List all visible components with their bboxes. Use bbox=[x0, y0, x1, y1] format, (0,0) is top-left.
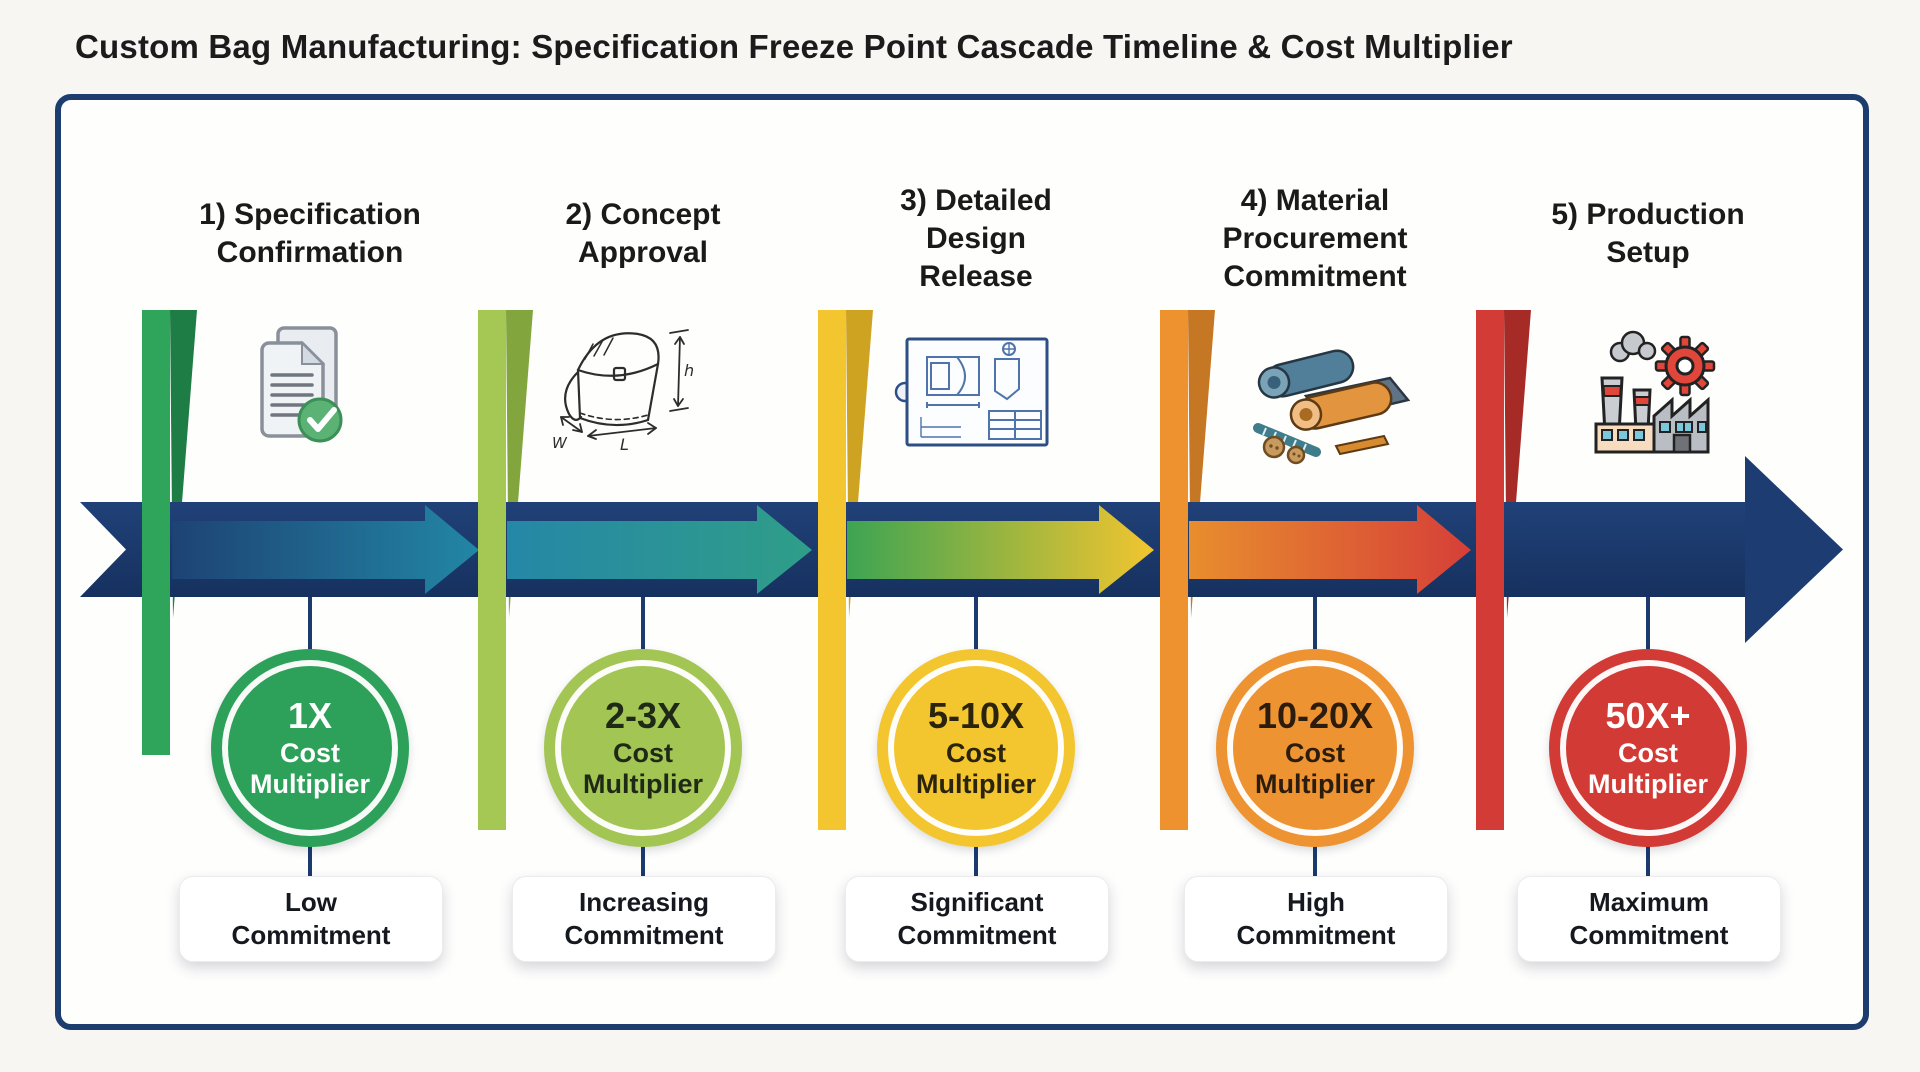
factory-gear-icon bbox=[1594, 330, 1716, 454]
multiplier-value: 50X+ bbox=[1605, 695, 1691, 736]
bag-sketch-icon: h L W bbox=[552, 329, 694, 454]
blueprint-icon bbox=[894, 337, 1049, 447]
timeline-segment-2 bbox=[507, 505, 812, 594]
materials-icon bbox=[1253, 349, 1411, 465]
multiplier-value: 2-3X bbox=[604, 695, 682, 736]
commitment-label-1: Low Commitment bbox=[179, 876, 443, 962]
stage-connectors bbox=[308, 597, 1650, 878]
multiplier-value: 5-10X bbox=[927, 695, 1025, 736]
bag-dim-h: h bbox=[684, 361, 694, 380]
cost-multiplier-badge-2: 2-3X Cost Multiplier bbox=[544, 649, 742, 847]
freeze-bar-1 bbox=[142, 310, 170, 755]
bag-dim-l: L bbox=[620, 435, 629, 454]
freeze-bar-4 bbox=[1160, 310, 1188, 830]
timeline-segment-4 bbox=[1189, 505, 1471, 594]
commitment-label-2: Increasing Commitment bbox=[512, 876, 776, 962]
multiplier-value: 1X bbox=[287, 695, 333, 736]
timeline-segment-3 bbox=[847, 505, 1154, 594]
multiplier-label: Cost Multiplier bbox=[250, 738, 370, 799]
commitment-label-3: Significant Commitment bbox=[845, 876, 1109, 962]
cost-multiplier-badge-1: 1X Cost Multiplier bbox=[211, 649, 409, 847]
stage-header-4: 4) Material Procurement Commitment bbox=[1222, 184, 1408, 293]
cost-multiplier-badge-4: 10-20X Cost Multiplier bbox=[1216, 649, 1414, 847]
freeze-bar-3 bbox=[818, 310, 846, 830]
freeze-bar-2 bbox=[478, 310, 506, 830]
stage-header-1: 1) Specification Confirmation bbox=[199, 198, 421, 269]
freeze-bar-5 bbox=[1476, 310, 1504, 830]
multiplier-label: Cost Multiplier bbox=[1588, 738, 1708, 799]
bag-dim-w: W bbox=[552, 434, 568, 452]
stage-header-2: 2) Concept Approval bbox=[565, 198, 721, 269]
timeline-segment-1 bbox=[172, 505, 479, 594]
timeline-arrowhead bbox=[1745, 456, 1843, 643]
document-check-icon bbox=[260, 326, 343, 443]
stage-header-3: 3) Detailed Design Release bbox=[900, 184, 1052, 293]
multiplier-value: 10-20X bbox=[1256, 695, 1374, 736]
multiplier-label: Cost Multiplier bbox=[1255, 738, 1375, 799]
multiplier-label: Cost Multiplier bbox=[916, 738, 1036, 799]
multiplier-label: Cost Multiplier bbox=[583, 738, 703, 799]
page-title: Custom Bag Manufacturing: Specification … bbox=[75, 28, 1513, 65]
commitment-label-5: Maximum Commitment bbox=[1517, 876, 1781, 962]
cost-multiplier-badge-3: 5-10X Cost Multiplier bbox=[877, 649, 1075, 847]
cost-multiplier-badge-5: 50X+ Cost Multiplier bbox=[1549, 649, 1747, 847]
commitment-label-4: High Commitment bbox=[1184, 876, 1448, 962]
stage-header-5: 5) Production Setup bbox=[1551, 198, 1745, 269]
